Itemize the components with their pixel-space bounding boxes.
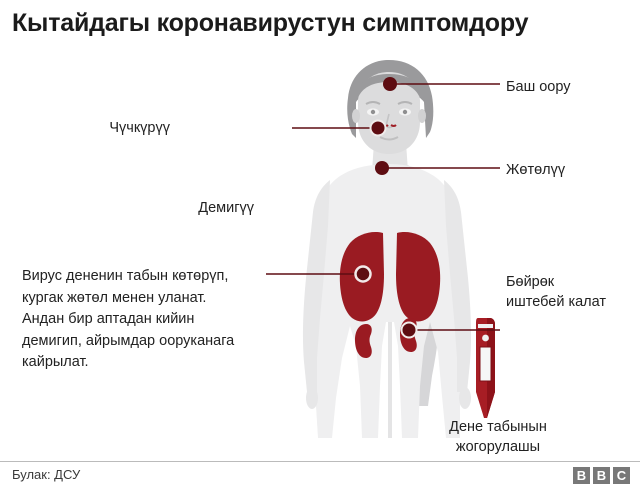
- label-kidney-failure: Бөйрөк иштебей калат: [506, 274, 607, 310]
- human-body-diagram: [266, 60, 500, 438]
- marker-dot-headache: [383, 77, 397, 91]
- body-silhouette: [302, 142, 472, 438]
- hair-fringe: [358, 74, 420, 98]
- right-eyebrow: [397, 101, 413, 105]
- torso: [310, 164, 464, 438]
- right-ear: [418, 109, 426, 123]
- bbc-logo-letter-3: C: [613, 467, 630, 484]
- right-pupil: [402, 109, 408, 115]
- left-kidney: [355, 324, 372, 358]
- page-title: Кытайдагы коронавирустун симптомдору: [12, 9, 529, 37]
- description-text: Вирус дененин табын көтөрүп, кургак жөтө…: [22, 268, 235, 370]
- source-credit: Булак: ДСУ: [12, 467, 81, 482]
- thermometer: [476, 318, 495, 418]
- right-hand: [459, 387, 471, 409]
- left-arm: [302, 180, 330, 392]
- marker-dot-breath: [354, 265, 372, 283]
- label-high-temperature: Дене табынын жогорулашы: [449, 419, 547, 455]
- marker-dot-cough: [375, 161, 389, 175]
- right-lung: [396, 232, 441, 322]
- trachea-gap: [386, 228, 394, 242]
- label-headache: Баш оору: [506, 79, 571, 95]
- thermometer-button: [482, 334, 489, 342]
- footer-divider: [0, 461, 640, 462]
- left-ear: [352, 109, 360, 123]
- leg-gap: [388, 322, 392, 438]
- label-cough: Жөтөлүү: [506, 162, 566, 178]
- right-arm: [444, 180, 472, 392]
- thermometer-top-band: [478, 324, 493, 328]
- bbc-logo-letter-2: B: [593, 467, 610, 484]
- left-hand: [306, 387, 318, 409]
- bbc-logo: B B C: [573, 467, 630, 484]
- head: [347, 60, 434, 154]
- thermometer-display: [479, 346, 492, 382]
- label-sneezing: Чүчкүрүү: [109, 120, 170, 136]
- left-eyebrow: [365, 101, 381, 105]
- bbc-logo-letter-1: B: [573, 467, 590, 484]
- body-illustration: [0, 46, 640, 450]
- label-shortness-of-breath: Демигүү: [198, 200, 254, 216]
- marker-dot-sneeze: [369, 119, 387, 137]
- left-pupil: [370, 109, 376, 115]
- right-nostril-mark: [390, 124, 397, 127]
- mouth: [379, 136, 399, 141]
- marker-dot-kidney: [400, 321, 418, 339]
- callout-leaders: [266, 77, 500, 339]
